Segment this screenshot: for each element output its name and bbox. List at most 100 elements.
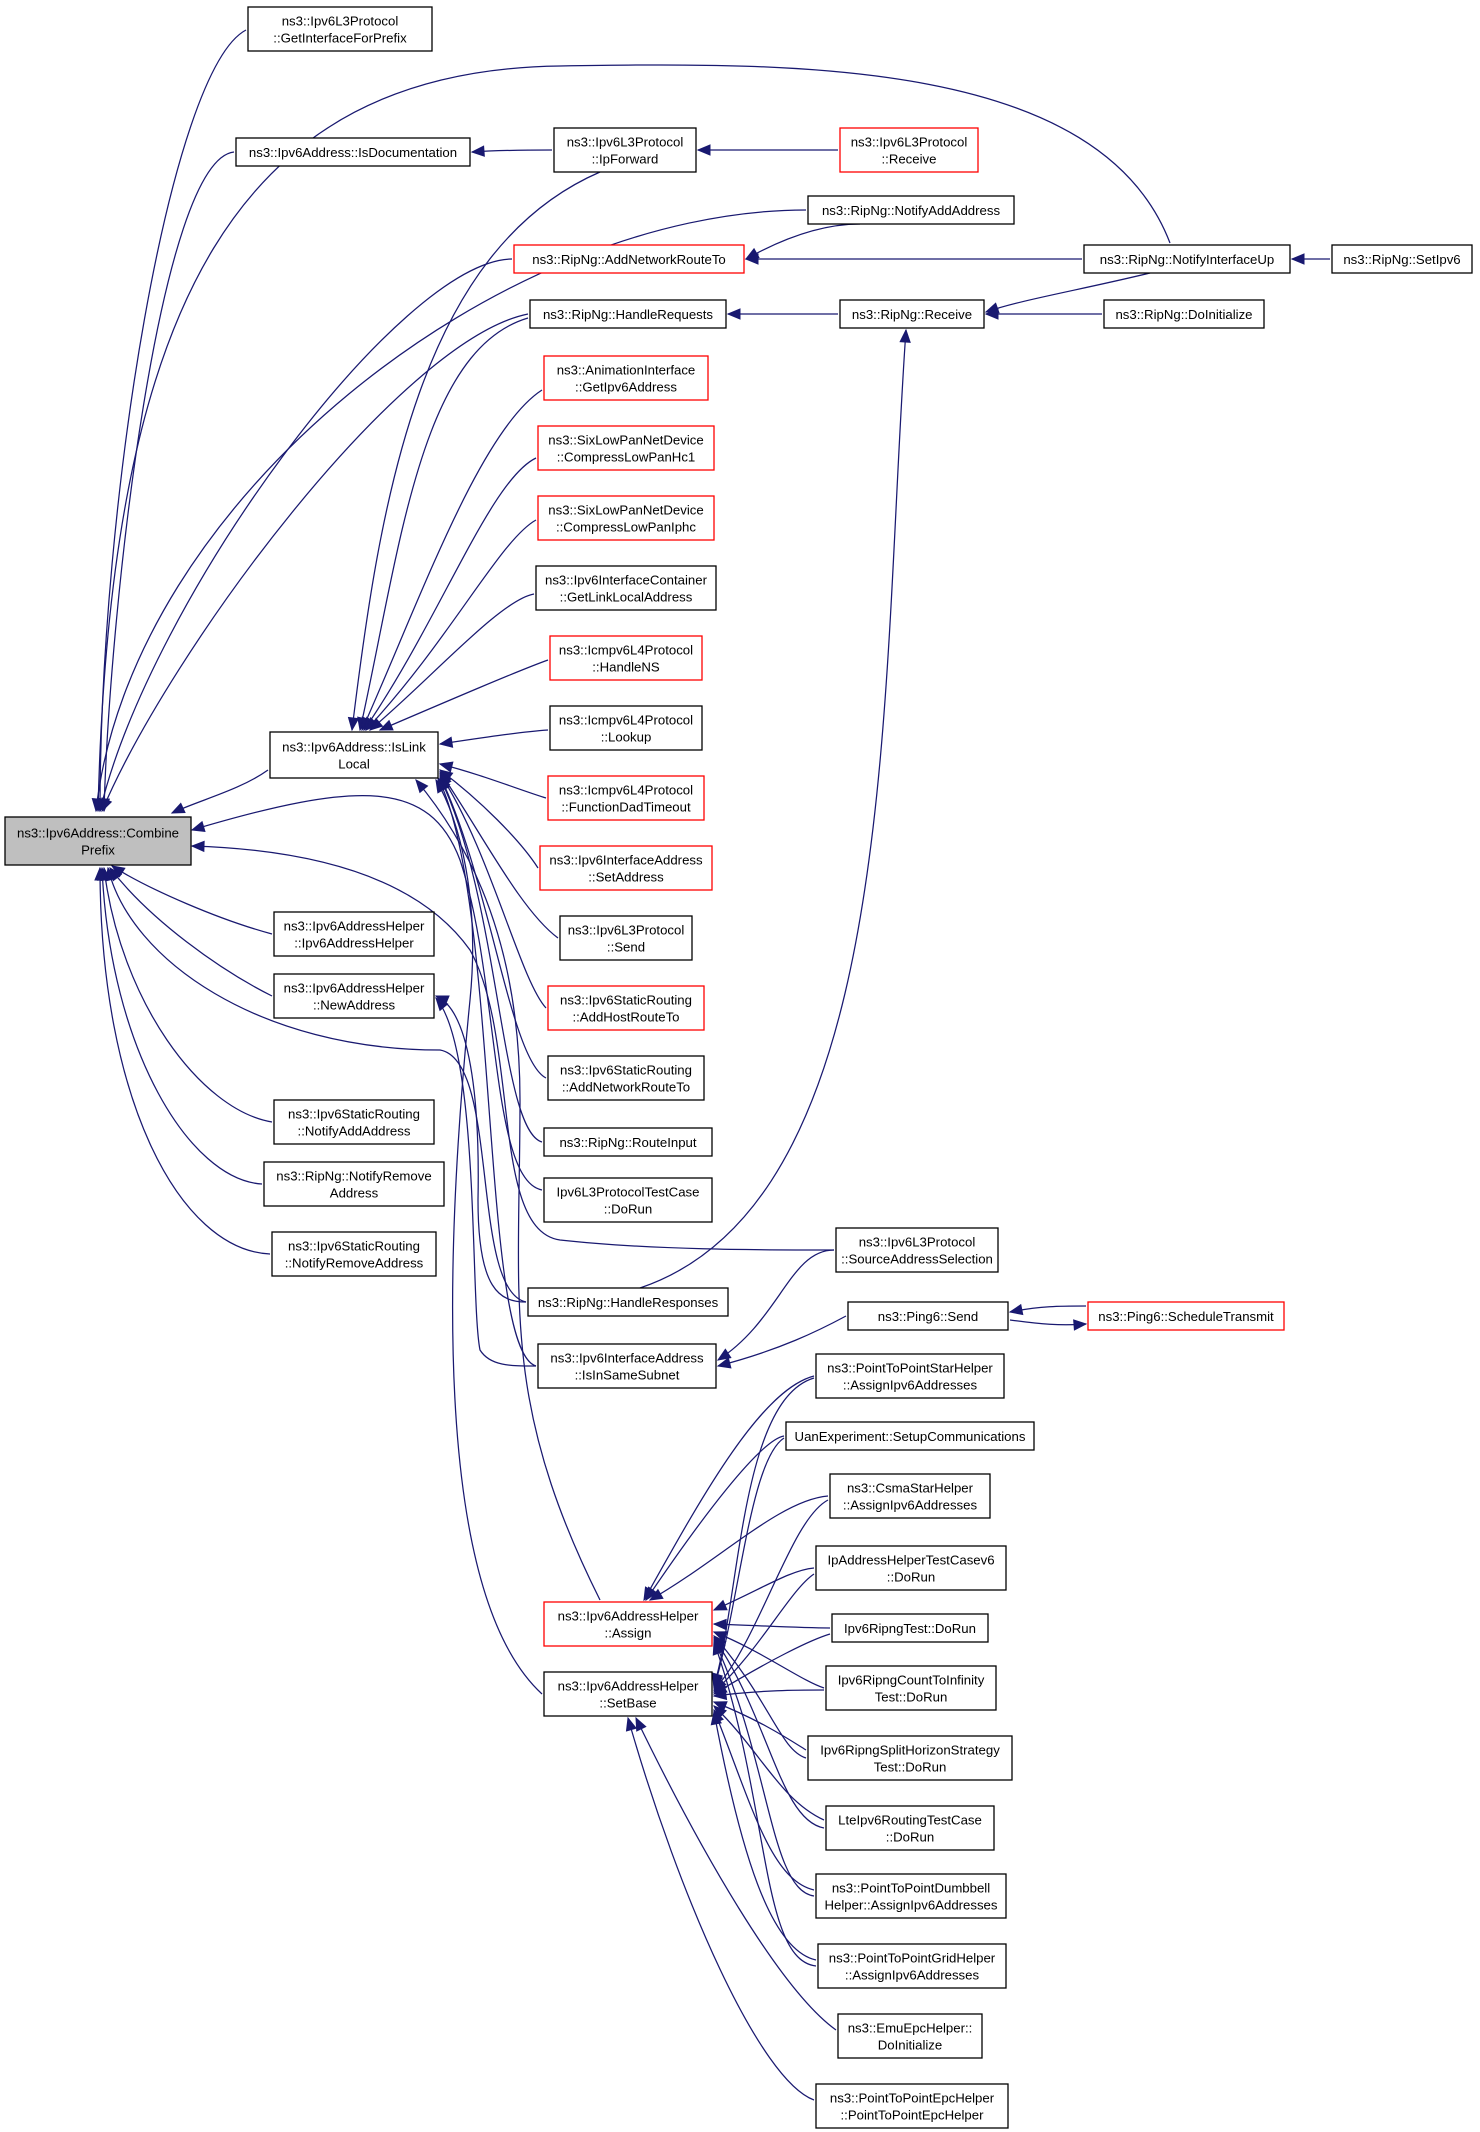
node-emuepc[interactable]: ns3::EmuEpcHelper::DoInitialize	[837, 2013, 983, 2059]
node-box[interactable]	[247, 6, 433, 52]
node-box[interactable]	[543, 1127, 713, 1157]
node-iphelpertest[interactable]: IpAddressHelperTestCasev6::DoRun	[815, 1545, 1007, 1591]
node-p2pepc[interactable]: ns3::PointToPointEpcHelper::PointToPoint…	[815, 2083, 1009, 2129]
node-box[interactable]	[549, 635, 703, 681]
node-handleresp[interactable]: ns3::RipNg::HandleResponses	[527, 1287, 729, 1317]
node-box[interactable]	[825, 1805, 995, 1851]
node-notifyadd[interactable]: ns3::RipNg::NotifyAddAddress	[807, 195, 1015, 225]
node-ipfwd[interactable]: ns3::Ipv6L3Protocol::IpForward	[553, 127, 697, 173]
node-box[interactable]	[527, 1287, 729, 1317]
node-l3recv[interactable]: ns3::Ipv6L3Protocol::Receive	[839, 127, 979, 173]
node-lookup[interactable]: ns3::Icmpv6L4Protocol::Lookup	[549, 705, 703, 751]
node-ifup[interactable]: ns3::RipNg::NotifyInterfaceUp	[1083, 244, 1291, 274]
node-box[interactable]	[839, 127, 979, 173]
node-box[interactable]	[829, 1473, 991, 1519]
node-box[interactable]	[269, 731, 439, 779]
node-addhost[interactable]: ns3::Ipv6StaticRouting::AddHostRouteTo	[547, 985, 705, 1031]
node-box[interactable]	[807, 1735, 1013, 1781]
node-box[interactable]	[535, 565, 717, 611]
node-box[interactable]	[539, 845, 713, 891]
node-setaddr[interactable]: ns3::Ipv6InterfaceAddress::SetAddress	[539, 845, 713, 891]
node-l3testcase[interactable]: Ipv6L3ProtocolTestCase::DoRun	[543, 1177, 713, 1223]
node-box[interactable]	[559, 915, 693, 961]
node-box[interactable]	[273, 973, 435, 1019]
node-box[interactable]	[543, 1601, 713, 1647]
node-getif[interactable]: ns3::Ipv6L3Protocol::GetInterfaceForPref…	[247, 6, 433, 52]
node-box[interactable]	[1103, 299, 1265, 329]
node-ripngtest[interactable]: Ipv6RipngTest::DoRun	[831, 1613, 989, 1643]
node-handlens[interactable]: ns3::Icmpv6L4Protocol::HandleNS	[549, 635, 703, 681]
node-box[interactable]	[817, 1943, 1007, 1989]
node-box[interactable]	[837, 2013, 983, 2059]
node-setbase[interactable]: ns3::Ipv6AddressHelper::SetBase	[543, 1671, 713, 1717]
node-box[interactable]	[543, 355, 709, 401]
node-box[interactable]	[785, 1421, 1035, 1451]
node-ripreceive[interactable]: ns3::RipNg::Receive	[839, 299, 985, 329]
node-box[interactable]	[549, 705, 703, 751]
node-box[interactable]	[513, 244, 745, 274]
node-lte[interactable]: LteIpv6RoutingTestCase::DoRun	[825, 1805, 995, 1851]
node-anim[interactable]: ns3::AnimationInterface::GetIpv6Address	[543, 355, 709, 401]
node-box[interactable]	[807, 195, 1015, 225]
node-box[interactable]	[815, 1873, 1007, 1919]
node-insamesubnet[interactable]: ns3::Ipv6InterfaceAddress::IsInSameSubne…	[537, 1343, 717, 1389]
node-srcaddrsel[interactable]: ns3::Ipv6L3Protocol::SourceAddressSelect…	[835, 1227, 999, 1273]
node-box[interactable]	[543, 1671, 713, 1717]
node-box[interactable]	[839, 299, 985, 329]
node-box[interactable]	[273, 1099, 435, 1145]
node-box[interactable]	[847, 1301, 1009, 1331]
node-box[interactable]	[815, 1545, 1007, 1591]
node-doinit[interactable]: ns3::RipNg::DoInitialize	[1103, 299, 1265, 329]
node-addnet[interactable]: ns3::RipNg::AddNetworkRouteTo	[513, 244, 745, 274]
node-setipv6[interactable]: ns3::RipNg::SetIpv6	[1331, 244, 1473, 274]
node-box[interactable]	[825, 1665, 997, 1711]
node-dumbbell[interactable]: ns3::PointToPointDumbbellHelper::AssignI…	[815, 1873, 1007, 1919]
node-assign[interactable]: ns3::Ipv6AddressHelper::Assign	[543, 1601, 713, 1647]
node-routeinput[interactable]: ns3::RipNg::RouteInput	[543, 1127, 713, 1157]
node-box[interactable]	[529, 299, 727, 329]
node-box[interactable]	[263, 1161, 445, 1207]
node-box[interactable]	[831, 1613, 989, 1643]
node-box[interactable]	[547, 775, 705, 821]
node-box[interactable]	[543, 1177, 713, 1223]
node-isdoc[interactable]: ns3::Ipv6Address::IsDocumentation	[235, 137, 471, 167]
node-hc1[interactable]: ns3::SixLowPanNetDevice::CompressLowPanH…	[537, 425, 715, 471]
node-l3send[interactable]: ns3::Ipv6L3Protocol::Send	[559, 915, 693, 961]
node-srnotifyrem[interactable]: ns3::Ipv6StaticRouting::NotifyRemoveAddr…	[271, 1231, 437, 1277]
node-srnotifyadd[interactable]: ns3::Ipv6StaticRouting::NotifyAddAddress	[273, 1099, 435, 1145]
node-box[interactable]	[547, 985, 705, 1031]
node-linklocal[interactable]: ns3::Ipv6InterfaceContainer::GetLinkLoca…	[535, 565, 717, 611]
node-schedtx[interactable]: ns3::Ping6::ScheduleTransmit	[1087, 1301, 1285, 1331]
node-box[interactable]	[537, 425, 715, 471]
node-addnetsr[interactable]: ns3::Ipv6StaticRouting::AddNetworkRouteT…	[547, 1055, 705, 1101]
node-box[interactable]	[273, 911, 435, 957]
node-box[interactable]	[553, 127, 697, 173]
node-box[interactable]	[235, 137, 471, 167]
node-grid[interactable]: ns3::PointToPointGridHelper::AssignIpv6A…	[817, 1943, 1007, 1989]
node-box[interactable]	[835, 1227, 999, 1273]
node-csmastar[interactable]: ns3::CsmaStarHelper::AssignIpv6Addresses	[829, 1473, 991, 1519]
node-box[interactable]	[537, 495, 715, 541]
node-box[interactable]	[271, 1231, 437, 1277]
node-iphc[interactable]: ns3::SixLowPanNetDevice::CompressLowPanI…	[537, 495, 715, 541]
node-box[interactable]	[1331, 244, 1473, 274]
node-box[interactable]	[537, 1343, 717, 1389]
node-box[interactable]	[1087, 1301, 1285, 1331]
node-newaddr[interactable]: ns3::Ipv6AddressHelper::NewAddress	[273, 973, 435, 1019]
node-helperctor[interactable]: ns3::Ipv6AddressHelper::Ipv6AddressHelpe…	[273, 911, 435, 957]
node-box[interactable]	[815, 2083, 1009, 2129]
node-box[interactable]	[4, 816, 192, 866]
node-pingsend[interactable]: ns3::Ping6::Send	[847, 1301, 1009, 1331]
node-box[interactable]	[1083, 244, 1291, 274]
node-ripnotifyrem[interactable]: ns3::RipNg::NotifyRemoveAddress	[263, 1161, 445, 1207]
node-box[interactable]	[547, 1055, 705, 1101]
node-uan[interactable]: UanExperiment::SetupCommunications	[785, 1421, 1035, 1451]
node-dadtimeout[interactable]: ns3::Icmpv6L4Protocol::FunctionDadTimeou…	[547, 775, 705, 821]
node-handlereq[interactable]: ns3::RipNg::HandleRequests	[529, 299, 727, 329]
node-box[interactable]	[815, 1353, 1005, 1399]
node-p2pstar[interactable]: ns3::PointToPointStarHelper::AssignIpv6A…	[815, 1353, 1005, 1399]
